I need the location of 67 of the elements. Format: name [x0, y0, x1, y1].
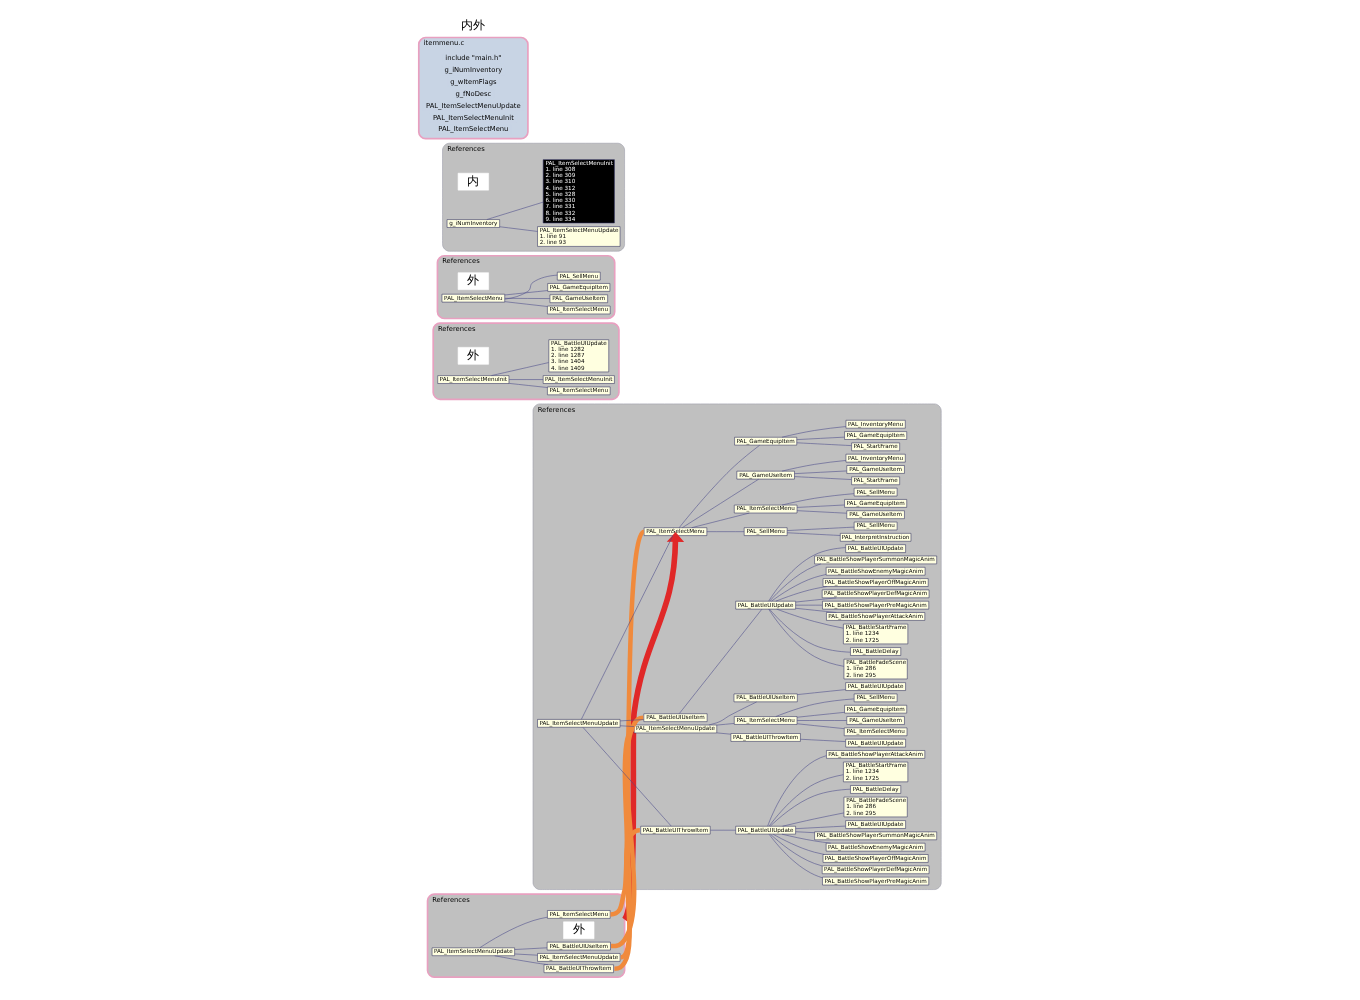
connector [795, 831, 815, 833]
connector [794, 476, 852, 480]
connector [494, 955, 549, 966]
connector [795, 604, 823, 606]
connector [796, 510, 847, 514]
connector [771, 574, 827, 602]
connector [775, 586, 828, 602]
connector [781, 493, 855, 506]
connector [796, 436, 845, 440]
connector [619, 727, 636, 960]
connector [504, 274, 558, 300]
connector [794, 470, 847, 474]
connector [710, 829, 736, 831]
connector [795, 825, 846, 829]
connector [491, 362, 549, 376]
connector [678, 608, 763, 714]
connector [781, 426, 847, 438]
connector [708, 701, 757, 726]
connector [582, 727, 672, 827]
connector [768, 608, 845, 667]
connector [614, 828, 641, 971]
connector [768, 774, 844, 827]
connector [504, 301, 548, 307]
connector [678, 444, 761, 528]
connector [514, 953, 538, 956]
arrow [621, 531, 685, 921]
connector [514, 947, 548, 950]
connector [786, 526, 855, 531]
connector [796, 442, 852, 446]
connector [776, 608, 844, 629]
connector [781, 460, 847, 472]
connector [769, 608, 851, 653]
connector [770, 788, 851, 827]
connector [682, 478, 759, 528]
connector [796, 723, 845, 729]
connector [800, 738, 846, 742]
connector [768, 834, 823, 879]
connector [499, 226, 538, 232]
connector [716, 723, 735, 726]
connector [768, 547, 846, 602]
connector [786, 532, 841, 536]
connector [796, 712, 845, 718]
connector [504, 290, 548, 296]
connector [782, 812, 845, 827]
connector [479, 916, 548, 949]
connector [508, 379, 544, 380]
connector [781, 833, 831, 844]
connector [770, 834, 823, 867]
connector [797, 689, 846, 695]
connector [691, 512, 750, 528]
connector [796, 720, 847, 721]
connector [767, 755, 827, 827]
connector [486, 201, 544, 220]
connector [772, 833, 825, 855]
connector [508, 383, 548, 388]
connector [795, 608, 837, 613]
connector [796, 504, 845, 508]
connector [795, 597, 837, 603]
connector [610, 715, 644, 949]
connector [619, 719, 645, 722]
connector [775, 698, 855, 717]
connector [619, 725, 635, 727]
connector [716, 732, 732, 735]
connector [769, 563, 822, 602]
connector [581, 535, 674, 720]
connector [610, 530, 646, 917]
connector [706, 531, 745, 532]
